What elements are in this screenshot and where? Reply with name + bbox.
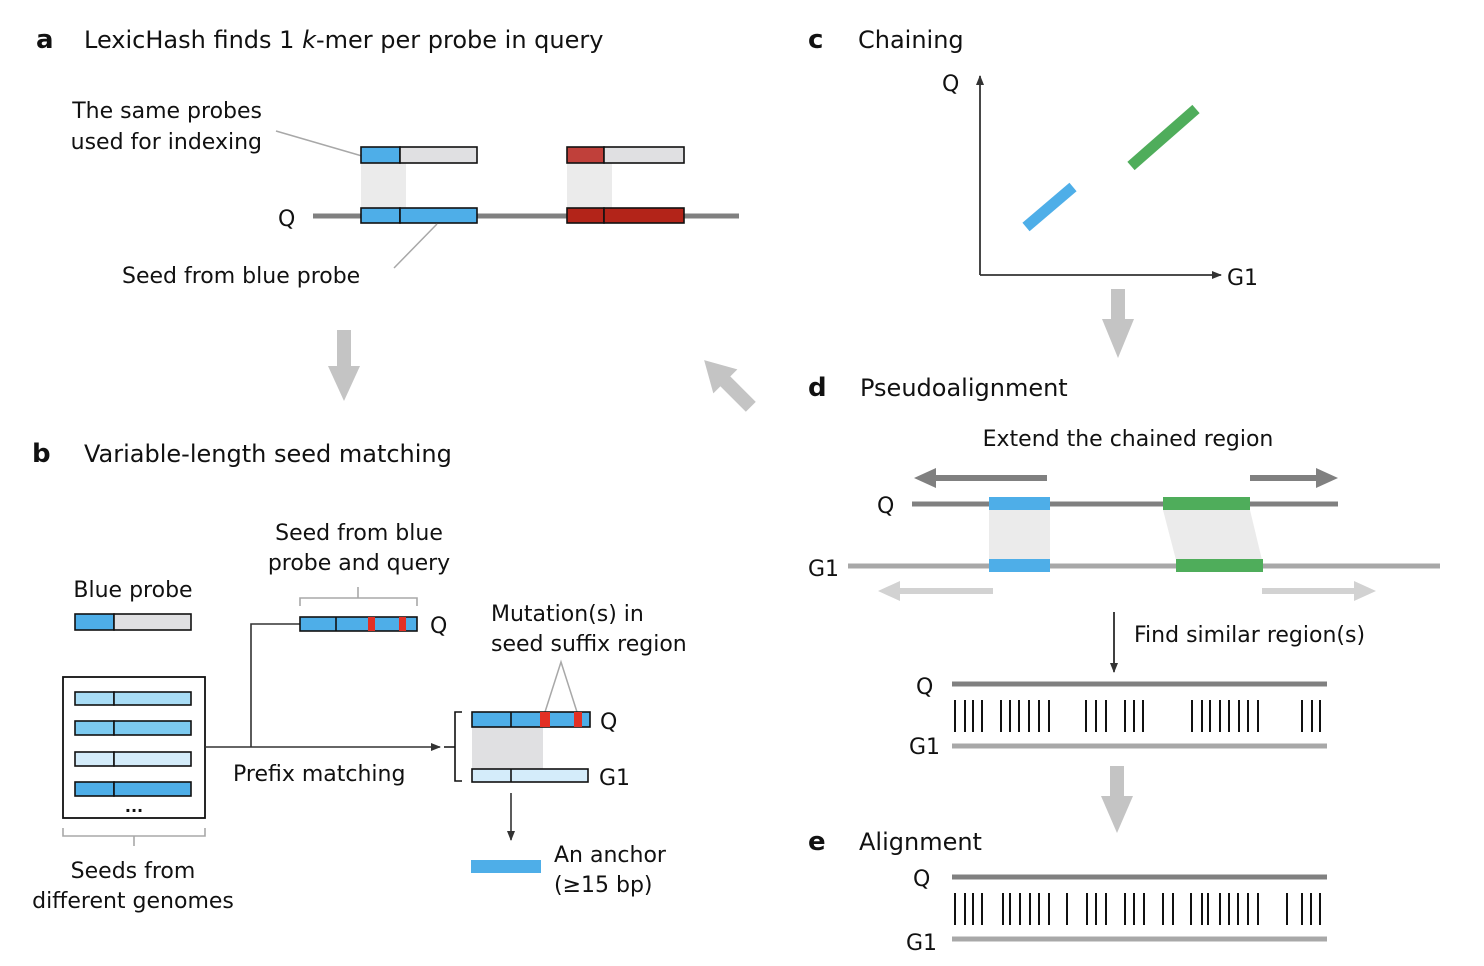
query-label-b1: Q: [430, 614, 447, 639]
blue-probe-b: [74, 613, 192, 631]
probes-callout-line1: The same probes: [71, 99, 262, 124]
mutation-mark: [574, 712, 582, 727]
genome-label-d: G1: [808, 557, 839, 582]
mutation-mark: [368, 617, 375, 631]
seed-callout-leader: [393, 223, 438, 269]
genome-seed-compare: [471, 768, 589, 783]
match-query-label: Q: [916, 675, 933, 700]
panel-a-title-post: -mer per probe in query: [316, 26, 603, 54]
pseudo-match-ticks: [954, 700, 1321, 732]
panel-e: e Alignment Q G1: [808, 827, 1327, 956]
seeds-label-line2: different genomes: [32, 889, 234, 914]
x-axis-label: G1: [1227, 266, 1258, 291]
blue-block-query: [989, 497, 1050, 510]
blue-match-shade: [989, 510, 1050, 560]
panel-d: d Pseudoalignment Extend the chained reg…: [808, 373, 1440, 760]
green-block-query: [1163, 497, 1250, 510]
arrow-a-to-b: [328, 330, 360, 401]
anchor-label-line2: (≥15 bp): [554, 873, 653, 898]
extend-label: Extend the chained region: [983, 427, 1274, 452]
red-seed-on-query: [566, 207, 685, 224]
seed-row-1: [74, 691, 192, 706]
query-label-a: Q: [278, 207, 295, 232]
panel-c-title: Chaining: [858, 26, 964, 54]
find-similar-label: Find similar region(s): [1134, 623, 1365, 648]
query-seed-connector: [250, 623, 300, 747]
mutation-label-line1: Mutation(s) in: [491, 602, 644, 627]
seed-callout: Seed from blue probe: [122, 264, 360, 289]
query-label-b2: Q: [600, 710, 617, 735]
query-seed-compare: [471, 711, 591, 728]
y-axis-label: Q: [942, 72, 959, 97]
red-probe: [566, 146, 685, 164]
align-genome-label: G1: [906, 931, 937, 956]
anchor-label-line1: An anchor: [554, 843, 667, 868]
panel-b: b Variable-length seed matching Blue pro…: [32, 439, 687, 914]
extend-right-arrow-q: [1250, 468, 1338, 488]
query-label-d: Q: [877, 494, 894, 519]
green-block-genome: [1176, 559, 1263, 572]
match-genome-label: G1: [909, 735, 940, 760]
blue-anchor: [1022, 182, 1077, 232]
seed-query-label-line2: probe and query: [268, 551, 450, 576]
panel-b-title: Variable-length seed matching: [84, 440, 452, 468]
extend-right-arrow-g1: [1262, 581, 1376, 601]
extend-left-arrow-g1: [878, 581, 993, 601]
seed-query-label-line1: Seed from blue: [275, 521, 443, 546]
align-query-label: Q: [913, 867, 930, 892]
mutation-label-line2: seed suffix region: [491, 632, 687, 657]
panel-a-title: LexicHash finds 1 k-mer per probe in que…: [84, 26, 603, 54]
mutation-mark: [399, 617, 406, 631]
blue-seed-on-query: [360, 207, 478, 224]
arrow-b-to-c: [704, 360, 756, 412]
panel-e-title: Alignment: [859, 828, 982, 856]
green-anchor: [1127, 104, 1200, 171]
seed-query-bracket: [299, 587, 418, 606]
panel-c-letter: c: [808, 25, 823, 55]
extend-arrows-group: [878, 468, 1376, 601]
green-match-shade: [1163, 510, 1262, 560]
seed-row-3: [74, 751, 192, 767]
prefix-match-shade: [472, 727, 543, 769]
panel-a-letter: a: [36, 25, 54, 55]
prefix-matching-label: Prefix matching: [233, 762, 405, 787]
seeds-ellipsis: ...: [125, 797, 143, 816]
mutation-mark: [540, 712, 550, 727]
panel-a-title-k: k: [302, 26, 317, 54]
panel-e-letter: e: [808, 827, 826, 857]
blue-probe-shade: [361, 163, 406, 209]
panel-d-letter: d: [808, 373, 827, 403]
alignment-match-ticks: [954, 893, 1321, 925]
panel-d-title: Pseudoalignment: [860, 374, 1068, 402]
seeds-label-line1: Seeds from: [71, 859, 196, 884]
panel-a: a LexicHash finds 1 k-mer per probe in q…: [36, 25, 739, 289]
panel-b-letter: b: [32, 439, 51, 469]
panel-c: c Chaining Q G1: [808, 25, 1258, 291]
mutation-callout-leader: [544, 659, 578, 713]
probes-callout-leader: [275, 130, 363, 157]
comparison-bracket: [444, 711, 462, 782]
seed-row-4: [74, 781, 192, 797]
seed-row-2: [74, 720, 192, 736]
genome-label-b: G1: [599, 766, 630, 791]
blue-block-genome: [989, 559, 1050, 572]
anchor-swatch: [471, 860, 541, 873]
seeds-bracket: [62, 828, 206, 846]
arrow-d-to-e: [1101, 766, 1133, 833]
blue-probe: [360, 146, 478, 164]
red-probe-shade: [567, 163, 612, 209]
blue-probe-label: Blue probe: [73, 578, 192, 603]
extend-left-arrow-q: [914, 468, 993, 488]
query-seed-b: [299, 616, 418, 632]
probes-callout-line2: used for indexing: [71, 130, 262, 155]
arrow-c-to-d: [1102, 289, 1134, 358]
panel-a-title-pre: LexicHash finds 1: [84, 26, 302, 54]
